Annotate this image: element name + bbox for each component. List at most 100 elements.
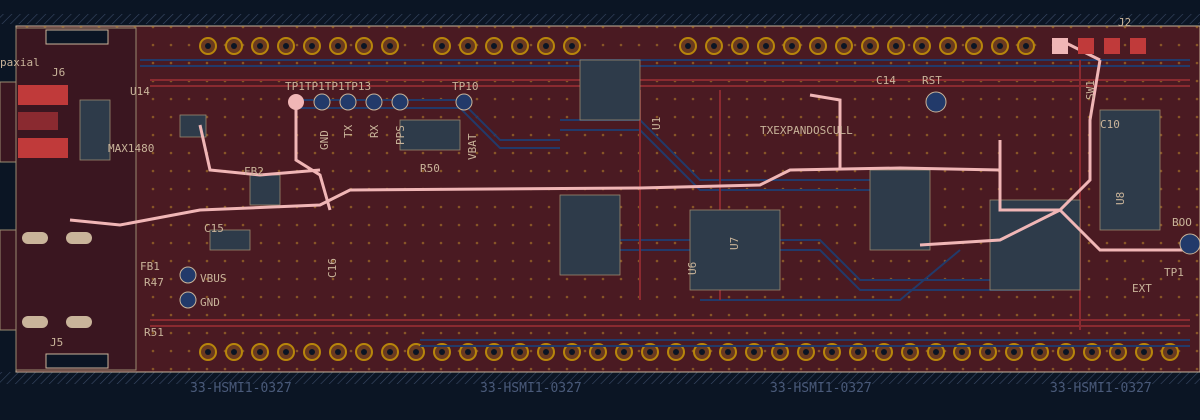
label-c16: C16 [326,258,339,278]
test-points[interactable] [179,91,1200,309]
header-pin-hole [1115,349,1121,355]
header-pin-hole [439,349,445,355]
header-pin-hole [543,349,549,355]
header-pin-hole [959,349,965,355]
mount-slot-top [45,29,109,45]
header-pin-hole [881,349,887,355]
header-pin-hole [803,349,809,355]
label-vbat: VBAT [466,133,479,160]
usb-pads[interactable] [22,232,92,328]
header-pin-hole [517,43,523,49]
header-pin-hole [1011,349,1017,355]
header-pin-hole [569,349,575,355]
label-fb1: FB1 [140,260,160,273]
header-pin-hole [763,43,769,49]
label-u7: U7 [728,237,741,250]
label-fb2: FB2 [244,165,264,178]
bottom-text-1: 33-HSMI1-0327 [190,381,292,396]
header-pin-hole [335,349,341,355]
header-pin-hole [543,43,549,49]
header-pin-hole [491,349,497,355]
label-u1: U1 [650,117,663,130]
label-r51: R51 [144,326,164,339]
label-ext: EXT [1132,282,1152,295]
header-pin-hole [439,43,445,49]
header-pin-hole [595,349,601,355]
header-pin-hole [413,349,419,355]
label-sw1: SW1 [1084,80,1097,100]
header-pin-hole [387,349,393,355]
header-pin-hole [257,349,263,355]
bottom-text-2: 33-HSMI1-0327 [480,381,582,396]
header-pin-hole [1023,43,1029,49]
label-tp10: TP10 [452,80,479,93]
header-pin-hole [945,43,951,49]
label-rx: RX [368,124,381,138]
header-pin-hole [855,349,861,355]
header-pin-hole [829,349,835,355]
header-pin-hole [971,43,977,49]
header-pin-hole [685,43,691,49]
label-r47: R47 [144,276,164,289]
label-j6: J6 [52,66,65,79]
label-c14: C14 [876,74,896,87]
header-pin-hole [621,349,627,355]
label-tp: TP1TP1TP1TP13 [285,80,371,93]
header-pin-hole [283,43,289,49]
header-pin-hole [647,349,653,355]
header-pin-hole [985,349,991,355]
header-pin-hole [231,43,237,49]
label-gnd: GND [318,130,331,150]
header-pin-hole [867,43,873,49]
header-pin-hole [789,43,795,49]
header-pin-hole [673,349,679,355]
header-pin-hole [933,349,939,355]
header-pin-hole [231,349,237,355]
header-pin-hole [1063,349,1069,355]
header-pin-hole [205,43,211,49]
header-pin-hole [309,349,315,355]
header-pin-hole [699,349,705,355]
bottom-silkscreen: 33-HSMI1-0327 33-HSMI1-0327 33-HSMI1-032… [190,381,1152,396]
header-top-row[interactable] [199,37,1035,55]
header-pin-hole [919,43,925,49]
pad-j6-center[interactable] [18,112,58,130]
label-pps: PPS [394,125,407,145]
header-pin-hole [907,349,913,355]
pad-j6-1[interactable] [18,85,68,105]
header-bottom-row[interactable] [199,343,1179,361]
label-u6: U6 [686,262,699,275]
header-pin-hole [737,43,743,49]
header-pin-hole [361,43,367,49]
pad-j6-2[interactable] [18,138,68,158]
header-pin-hole [1167,349,1173,355]
label-j5: J5 [50,336,63,349]
header-pin-hole [997,43,1003,49]
coax-edge [0,81,17,163]
header-pin-hole [465,349,471,355]
j2-header[interactable] [1052,38,1146,54]
header-pin-hole [361,349,367,355]
silkscreen-labels: J6 paxial U14 MAX1480 TP1TP1TP1TP13 TP10… [0,16,1192,349]
header-pin-hole [893,43,899,49]
header-pin-hole [387,43,393,49]
bottom-layer-traces [140,59,1190,347]
label-tx: TX [342,124,355,138]
header-pin-hole [725,349,731,355]
label-coax: paxial [0,56,40,69]
header-pin-hole [335,43,341,49]
top-keepout-hatch [0,14,1200,24]
header-pin-hole [841,43,847,49]
label-r50: R50 [420,162,440,175]
bottom-keepout-hatch [0,372,1200,384]
label-max: MAX1480 [108,142,154,155]
header-pin-hole [205,349,211,355]
header-pin-hole [517,349,523,355]
bottom-text-3: 33-HSMI1-0327 [770,381,872,396]
header-pin-hole [1089,349,1095,355]
bottom-text-4: 33-HSMI1-0327 [1050,381,1152,396]
components[interactable] [79,59,1161,291]
header-pin-hole [309,43,315,49]
header-pin-hole [569,43,575,49]
